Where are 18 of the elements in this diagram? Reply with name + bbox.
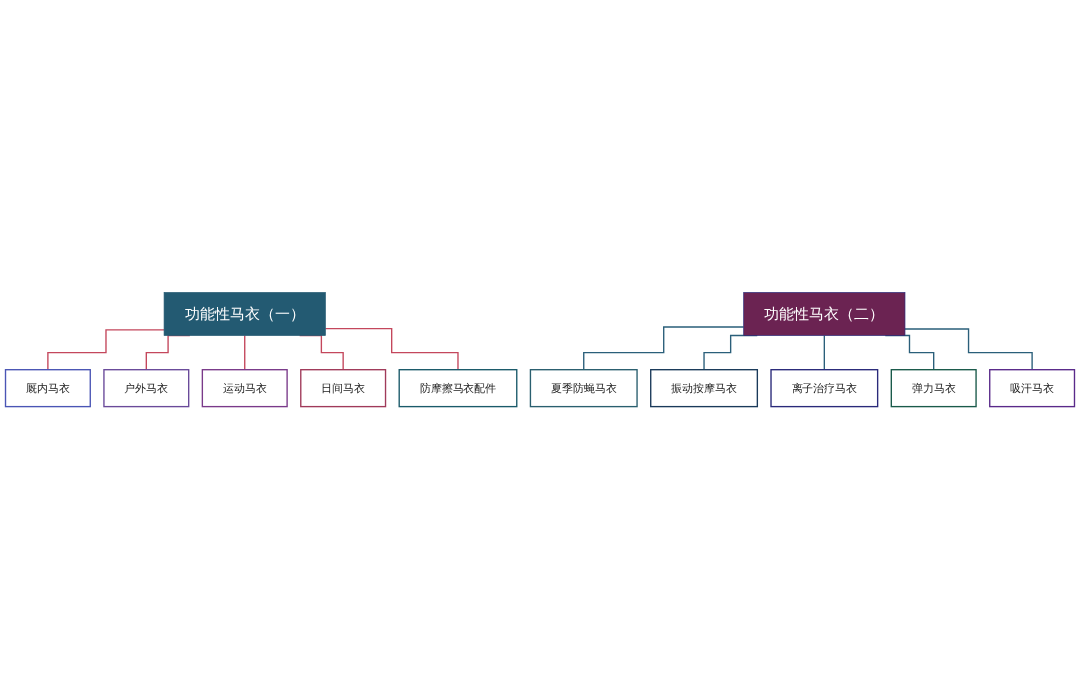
connector (244, 334, 246, 371)
connector (904, 328, 1033, 371)
connector (583, 326, 745, 371)
node-box: 振动按摩马衣 (650, 368, 759, 408)
node-box: 功能性马衣（二） (743, 292, 906, 336)
connector (823, 334, 825, 371)
node-box: 弹力马衣 (890, 368, 977, 408)
connector (324, 327, 459, 371)
node-box: 日间马衣 (300, 368, 387, 408)
node-box: 吸汗马衣 (989, 368, 1076, 408)
node-box: 功能性马衣（一） (163, 292, 326, 336)
node-box: 夏季防蝇马衣 (529, 368, 638, 408)
node-box: 厩内马衣 (4, 368, 91, 408)
node-box: 离子治疗马衣 (770, 368, 879, 408)
node-box: 运动马衣 (201, 368, 288, 408)
node-box: 防摩擦马衣配件 (398, 368, 518, 408)
node-box: 户外马衣 (103, 368, 190, 408)
connector (47, 329, 165, 371)
